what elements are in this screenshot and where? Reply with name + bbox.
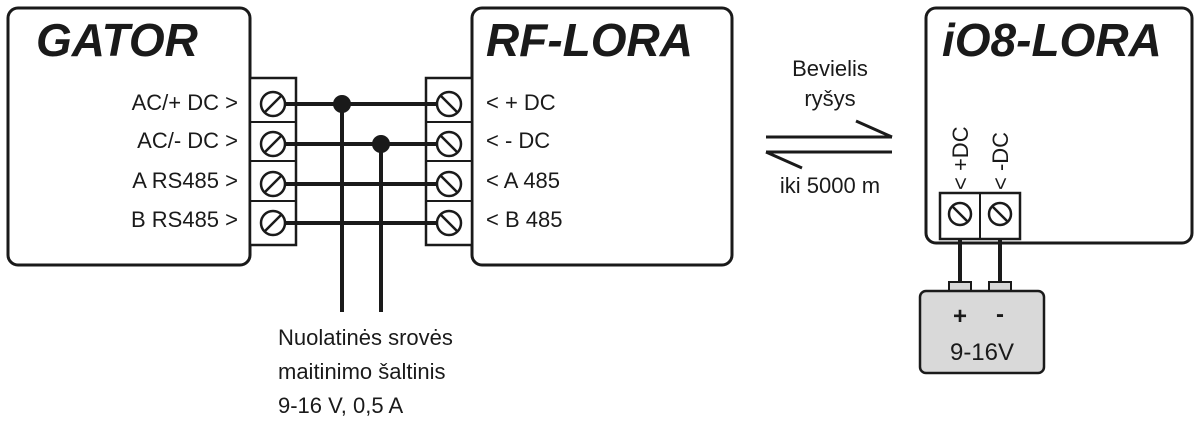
io8-lora-title: iO8-LORA <box>942 14 1162 66</box>
battery-wires <box>958 239 1002 285</box>
battery: + - 9-16V <box>918 281 1046 375</box>
junction-dot <box>333 95 351 113</box>
wireless-range: iki 5000 m <box>780 173 880 198</box>
wireless-link: Bevielis ryšys iki 5000 m <box>765 56 893 198</box>
power-supply-line2: maitinimo šaltinis <box>278 359 446 384</box>
bidirectional-arrows-icon <box>765 119 893 170</box>
power-supply-caption: Nuolatinės srovės maitinimo šaltinis 9-1… <box>278 325 453 418</box>
battery-voltage: 9-16V <box>950 339 1014 366</box>
battery-minus-label: - <box>996 301 1004 328</box>
rf-lora-terminal-label: < B 485 <box>486 207 562 232</box>
io8-terminal-label-minus: < -DC <box>988 132 1013 190</box>
bus-wires <box>285 102 437 312</box>
wireless-label-line1: Bevielis <box>792 56 868 81</box>
io8-lora-device: iO8-LORA < +DC < -DC <box>924 6 1194 245</box>
rf-lora-device: RF-LORA < + DC < - DC < A 485 < B 485 <box>470 6 734 267</box>
gator-terminal-label: AC/+ DC > <box>132 90 238 115</box>
gator-device: GATOR AC/+ DC > AC/- DC > A RS485 > B RS… <box>6 6 252 267</box>
power-supply-line1: Nuolatinės srovės <box>278 325 453 350</box>
battery-plus-label: + <box>953 303 967 330</box>
screw-terminal-icon <box>987 201 1013 227</box>
gator-terminal-label: AC/- DC > <box>137 128 238 153</box>
wireless-label-line2: ryšys <box>804 86 855 111</box>
rf-lora-terminal-label: < A 485 <box>486 168 560 193</box>
battery-body <box>918 289 1046 375</box>
junction-dot <box>372 135 390 153</box>
rf-lora-title: RF-LORA <box>486 14 693 66</box>
gator-title: GATOR <box>36 14 198 66</box>
power-supply-line3: 9-16 V, 0,5 A <box>278 393 404 418</box>
rf-lora-terminal-label: < + DC <box>486 90 556 115</box>
rf-lora-terminal-label: < - DC <box>486 128 550 153</box>
gator-terminal-label: A RS485 > <box>132 168 238 193</box>
screw-terminal-icon <box>947 201 973 227</box>
io8-terminal-block <box>938 191 1022 241</box>
gator-terminal-label: B RS485 > <box>131 207 238 232</box>
io8-lora-box <box>924 6 1194 245</box>
io8-terminal-label-plus: < +DC <box>948 126 973 190</box>
